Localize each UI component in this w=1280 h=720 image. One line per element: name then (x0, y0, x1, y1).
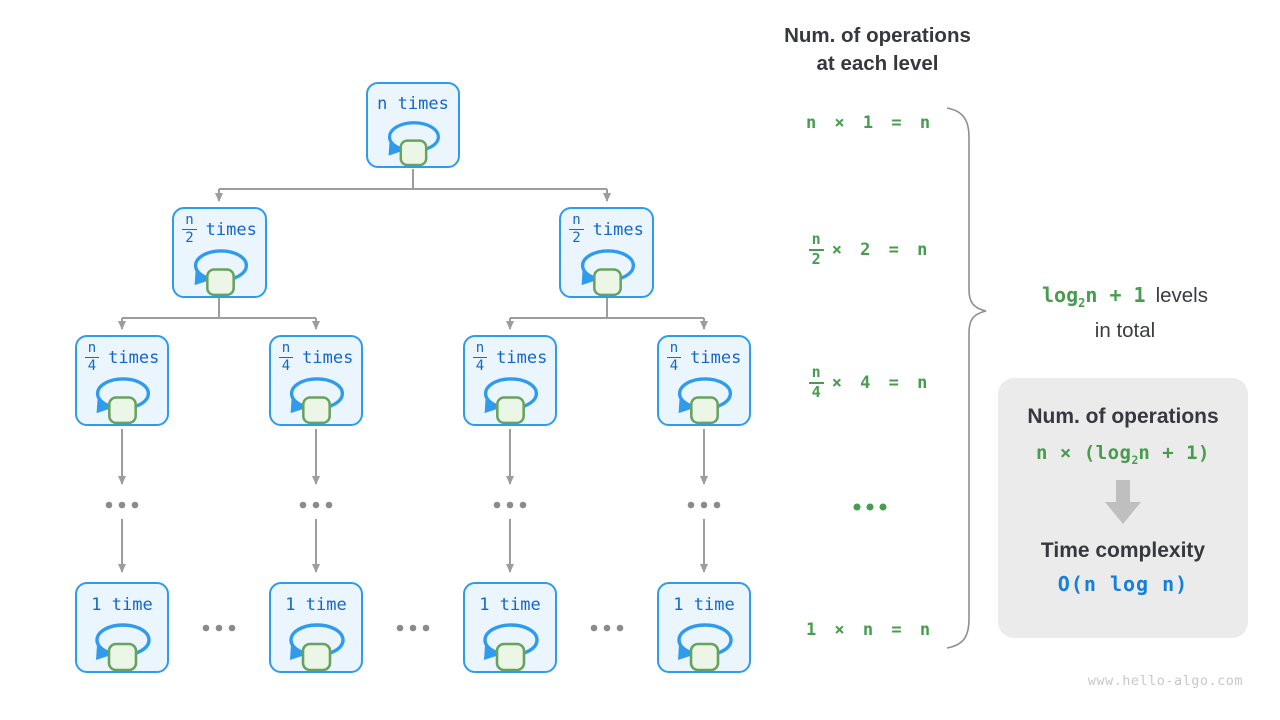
header-line1: Num. of operations (784, 24, 971, 47)
node-label: 1 time (285, 595, 347, 615)
loop-arrow-icon (483, 377, 539, 424)
loop-arrow-icon (95, 377, 151, 424)
node-label: 1 time (673, 595, 735, 615)
summary-formula: n × (log2n + 1) (1035, 442, 1210, 467)
node-label: 1 time (479, 595, 541, 615)
summary-card: Num. of operations n × (log2n + 1) Time … (998, 378, 1248, 638)
tree-node-root: n times (366, 82, 460, 168)
node-label: 1 time (91, 595, 153, 615)
levels-total-label: log2n + 1 levels in total (1002, 282, 1248, 344)
tree-node-leaf-2: 1 time (269, 582, 363, 673)
levels-word: levels (1155, 284, 1208, 307)
node-label: n times (377, 94, 449, 115)
loop-arrow-icon (289, 377, 345, 424)
down-block-arrow-icon (1105, 479, 1141, 524)
loop-arrow-icon (677, 377, 733, 424)
loop-arrow-icon (193, 249, 248, 296)
levels-formula: log2n + 1 (1042, 283, 1146, 310)
loop-arrow-icon (483, 623, 539, 671)
summary-result-label: Time complexity (1040, 538, 1206, 562)
green-ellipsis-dots (853, 503, 887, 511)
loop-arrow-icon (580, 249, 635, 296)
gray-ellipsis-dots (105, 501, 721, 632)
tree-node-leaf-3: 1 time (463, 582, 557, 673)
loop-arrow-icon (677, 623, 733, 671)
loop-arrow-icon (289, 623, 345, 671)
operations-column-header: Num. of operations at each level (755, 22, 1000, 78)
annotation-leaf: 1 × n = n (805, 620, 935, 640)
summary-title: Num. of operations (1027, 405, 1219, 428)
header-line2: at each level (816, 52, 939, 75)
summary-result: O(n log n) (1057, 571, 1189, 596)
levels-word-line2: in total (1094, 319, 1156, 342)
tree-node-leaf-4: 1 time (657, 582, 751, 673)
loop-arrow-icon (387, 121, 440, 166)
loop-arrow-icon (95, 623, 151, 671)
tree-node-leaf-1: 1 time (75, 582, 169, 673)
annotation-level1: n × 1 = n (805, 113, 935, 133)
watermark: www.hello-algo.com (1087, 673, 1243, 689)
